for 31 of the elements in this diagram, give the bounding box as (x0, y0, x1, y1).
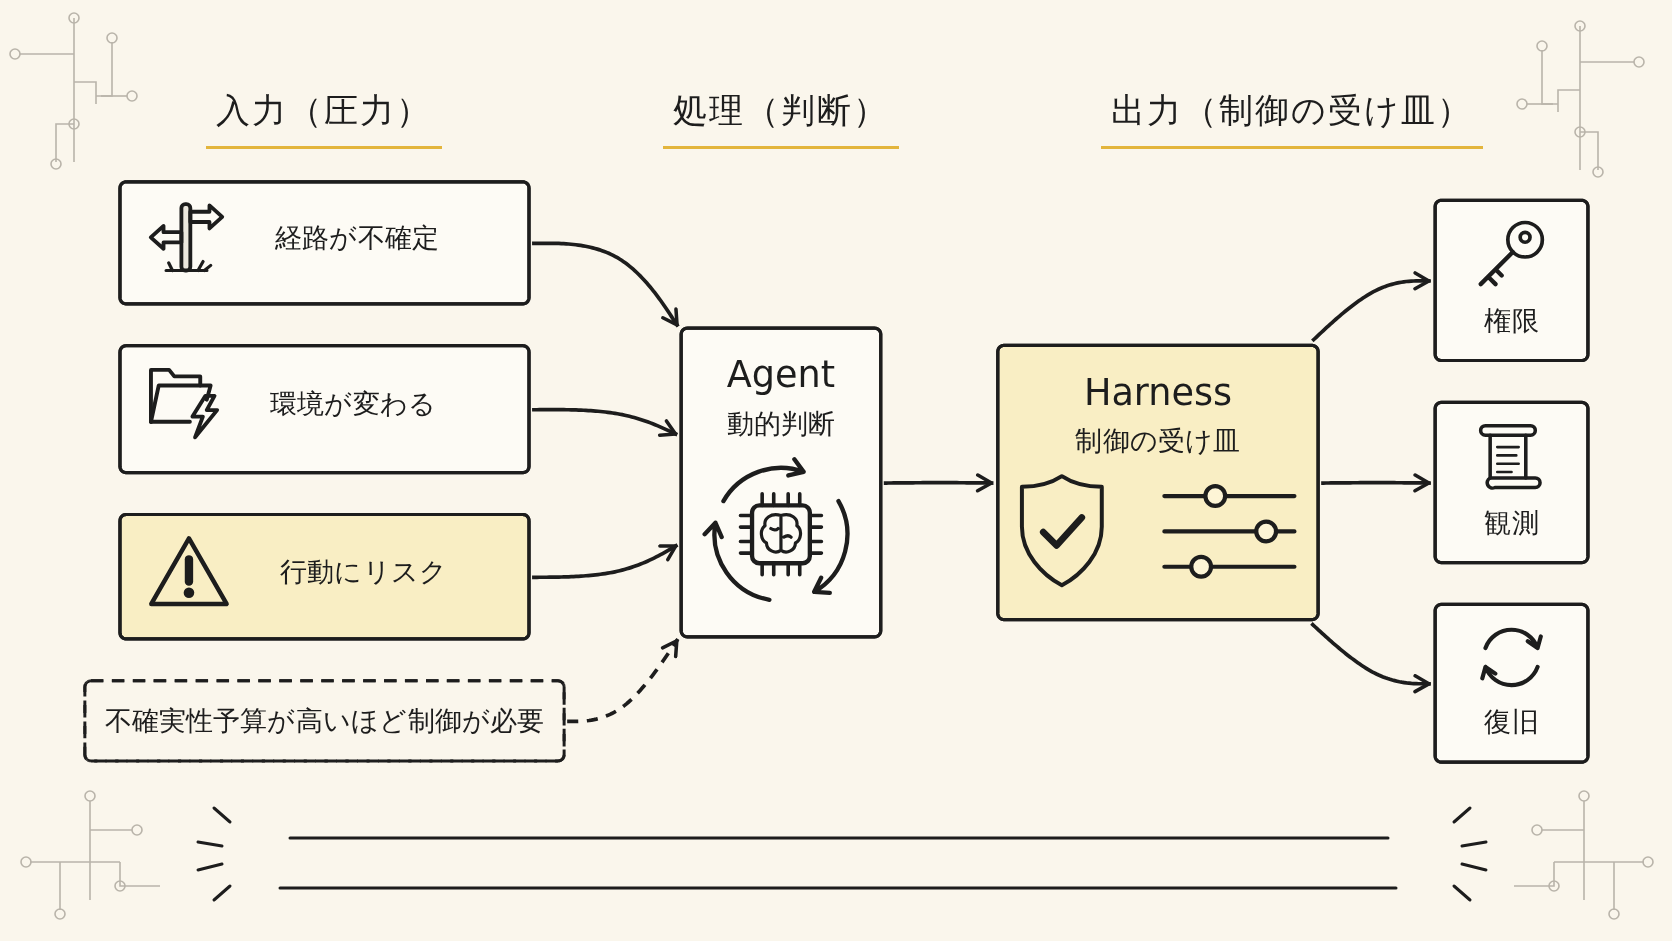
arrow (1320, 473, 1431, 493)
arrow (531, 543, 679, 580)
column-heading: 出力（制御の受け皿） (1101, 88, 1484, 149)
note-box (83, 679, 566, 763)
process-box (1433, 602, 1590, 764)
arrow (883, 473, 994, 493)
process-box (118, 180, 531, 306)
node-text: 動的判断 (726, 407, 835, 439)
node-title: Agent (726, 352, 835, 396)
node-text: 権限 (1484, 305, 1539, 336)
node-text: 環境が変わる (269, 388, 437, 419)
node-text: 経路が不確定 (274, 221, 439, 253)
node-text: 行動にリスク (279, 555, 448, 587)
column-heading: 入力（圧力） (206, 88, 443, 149)
process-box (679, 326, 882, 639)
column-heading: 処理（判断） (662, 88, 899, 149)
dashed-arrow (566, 638, 680, 724)
process-box (118, 344, 531, 475)
arrow (531, 241, 680, 328)
node-text: 不確実性予算が高いほど制御が必要 (104, 705, 544, 737)
arrow (531, 407, 678, 437)
process-box (1433, 198, 1590, 363)
process-box (1433, 400, 1590, 565)
arrow (1309, 622, 1431, 694)
arrow (1310, 271, 1431, 343)
highlight-box (995, 343, 1320, 622)
node-text: 観測 (1484, 507, 1539, 538)
node-title: Harness (1083, 370, 1232, 414)
node-text: 復旧 (1484, 706, 1539, 738)
node-text: 制御の受け皿 (1075, 424, 1241, 456)
highlight-box (118, 512, 531, 641)
